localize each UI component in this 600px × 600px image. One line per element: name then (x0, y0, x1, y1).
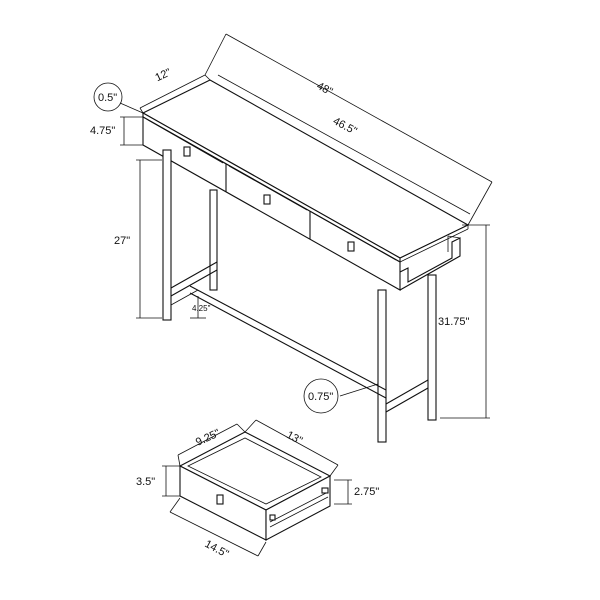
label-length-outer: 48" (315, 80, 335, 98)
drawer-knob (263, 194, 271, 205)
console-table (141, 79, 470, 443)
label-length-inner: 46.5" (331, 115, 359, 138)
label-drawer-front-width: 14.5" (203, 538, 231, 561)
drawer-dimensions (162, 419, 352, 557)
leg-back-right (427, 274, 437, 421)
label-apron-height: 4.75" (90, 125, 115, 137)
table-dimensions (119, 33, 493, 419)
drawer-knob (183, 146, 191, 157)
label-total-height: 31.75" (438, 316, 470, 328)
label-knee-clearance: 27" (114, 235, 130, 247)
leg-front-right (377, 289, 387, 443)
leg-back-left (209, 189, 218, 291)
label-leg-width: 0.75" (308, 391, 333, 403)
label-drawer-inner-height: 2.75" (354, 486, 379, 498)
drawer-knob (216, 494, 224, 505)
callout-circle-leg (303, 378, 339, 414)
label-drawer-depth: 9.25" (194, 427, 222, 449)
label-drawer-height: 3.5" (136, 476, 155, 488)
label-depth: 12" (153, 66, 173, 84)
callout-circle-top-thickness (93, 82, 123, 112)
label-top-thickness: 0.5" (98, 92, 117, 104)
leg-front-left (162, 149, 172, 321)
drawer-knob (347, 241, 355, 252)
drawer-detail (178, 431, 332, 541)
label-shelf-height: 4.25" (192, 304, 211, 313)
